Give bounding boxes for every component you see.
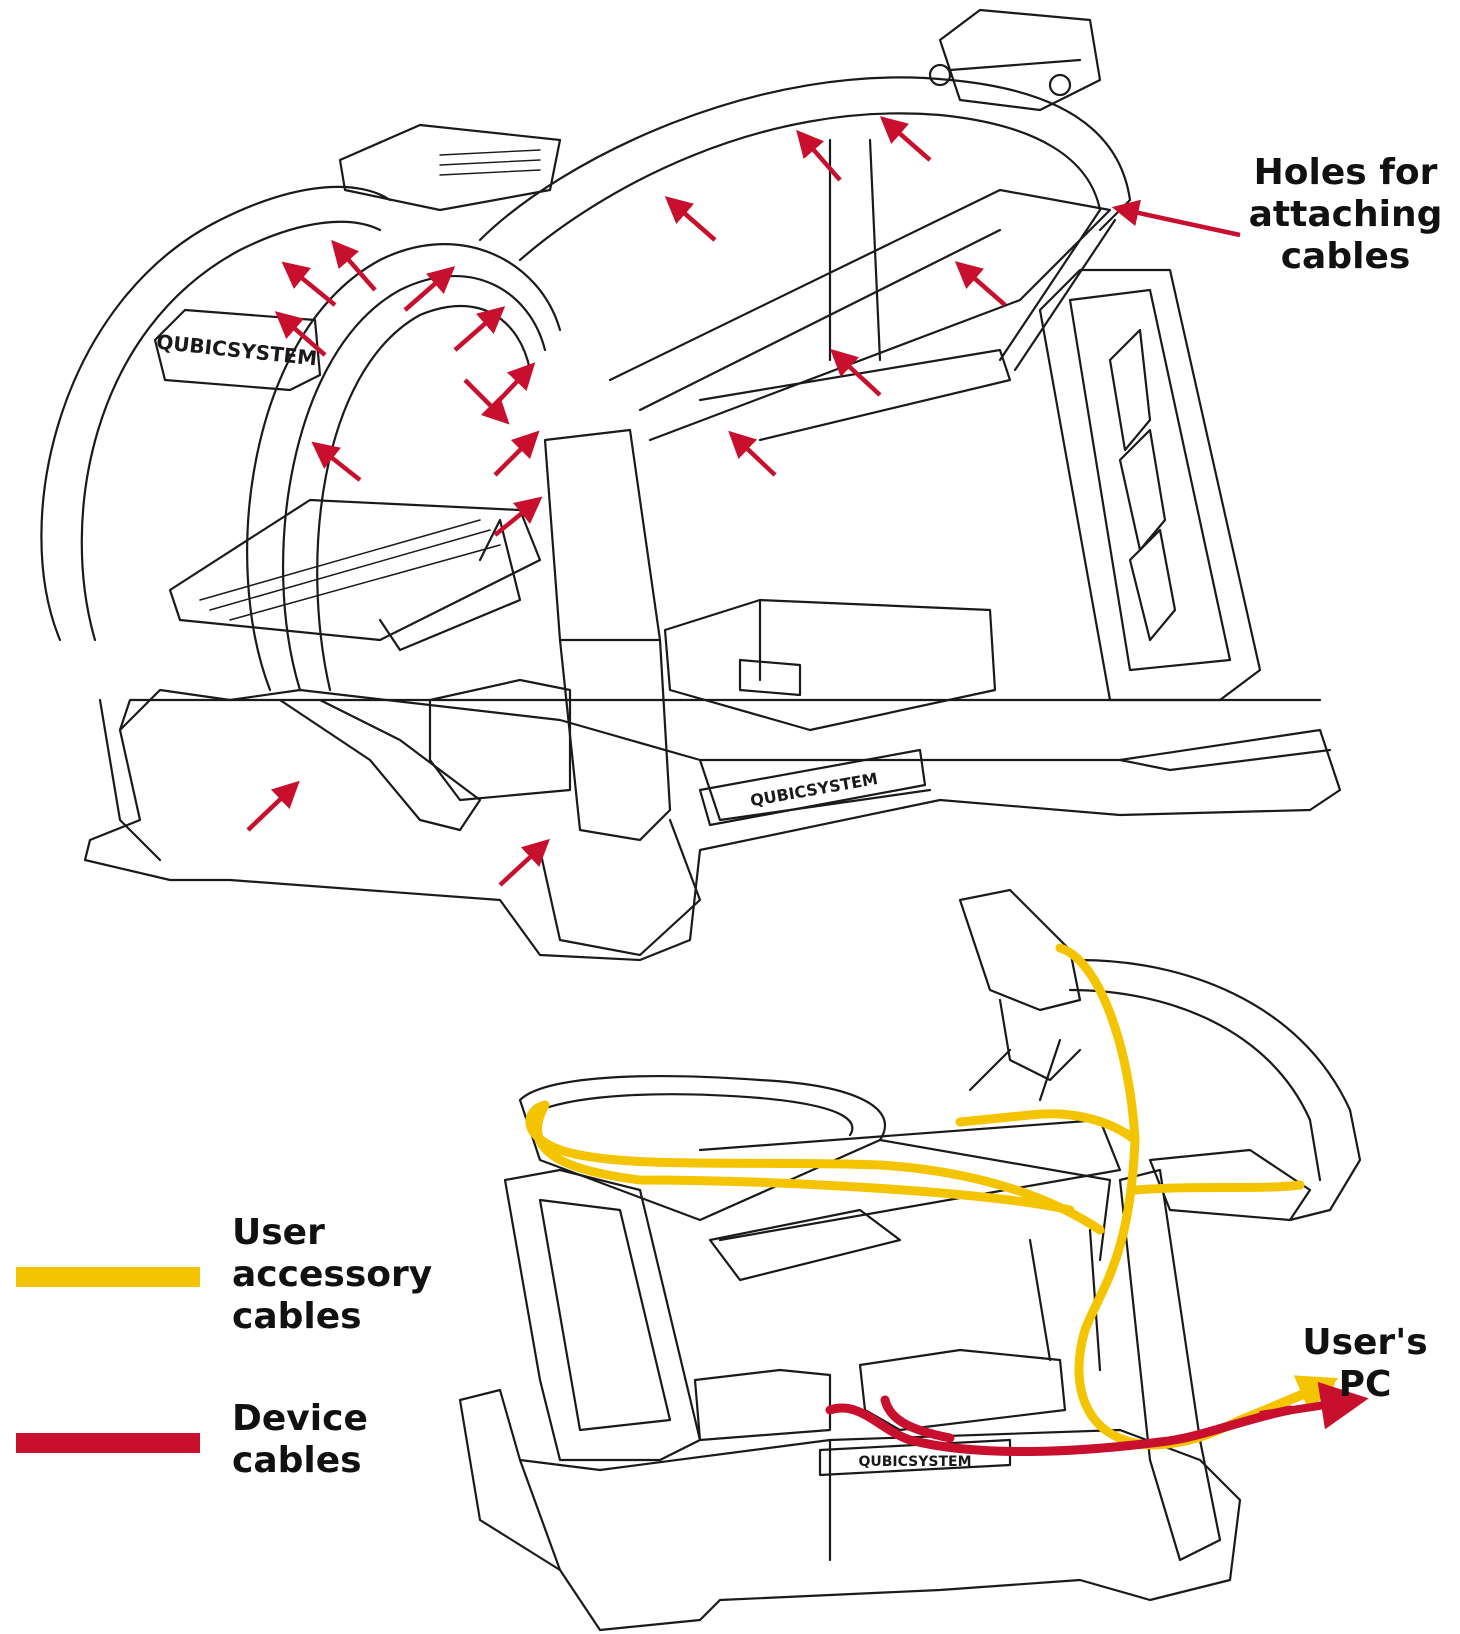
legend-swatch-device (16, 1433, 200, 1453)
hole-arrow (796, 129, 842, 182)
legend-swatch-user-accessory (16, 1267, 200, 1287)
device-cable-arrow (1259, 1381, 1369, 1430)
hole-arrow (728, 430, 777, 477)
top-rig-illustration (40, 8, 1342, 962)
hole-arrow (488, 362, 536, 412)
hole-arrow (493, 430, 540, 477)
hole-arrow (403, 266, 456, 312)
hole-arrow (246, 780, 300, 832)
hole-arrow (311, 441, 362, 482)
hole-arrow (453, 306, 506, 352)
holes-label: Holes for attaching cables (1248, 152, 1443, 277)
hole-arrow (274, 311, 327, 357)
device-cable-route (825, 1395, 1295, 1457)
hole-arrows (246, 116, 1241, 887)
hole-arrow (664, 196, 717, 242)
users-pc-label: User's PC (1302, 1322, 1428, 1405)
hole-arrow (463, 378, 510, 425)
hole-arrow (1111, 199, 1241, 238)
hole-arrow (879, 116, 932, 162)
legend-label-user-accessory: User accessory cables (232, 1212, 433, 1337)
brand-plate-top-front: QUBICSYSTEM (155, 330, 318, 371)
hole-arrow (954, 261, 1007, 307)
hole-arrow (830, 348, 882, 397)
hole-arrow (281, 261, 337, 307)
brand-plate-top-base: QUBICSYSTEM (749, 769, 880, 810)
bottom-rig-illustration (458, 888, 1362, 1632)
brand-plate-bottom-base: QUBICSYSTEM (858, 1454, 971, 1470)
hole-arrow (331, 239, 377, 292)
hole-arrow (498, 838, 550, 887)
legend-label-device: Device cables (232, 1398, 368, 1481)
user-accessory-cable-route (525, 943, 1335, 1450)
hole-arrow (493, 496, 543, 537)
